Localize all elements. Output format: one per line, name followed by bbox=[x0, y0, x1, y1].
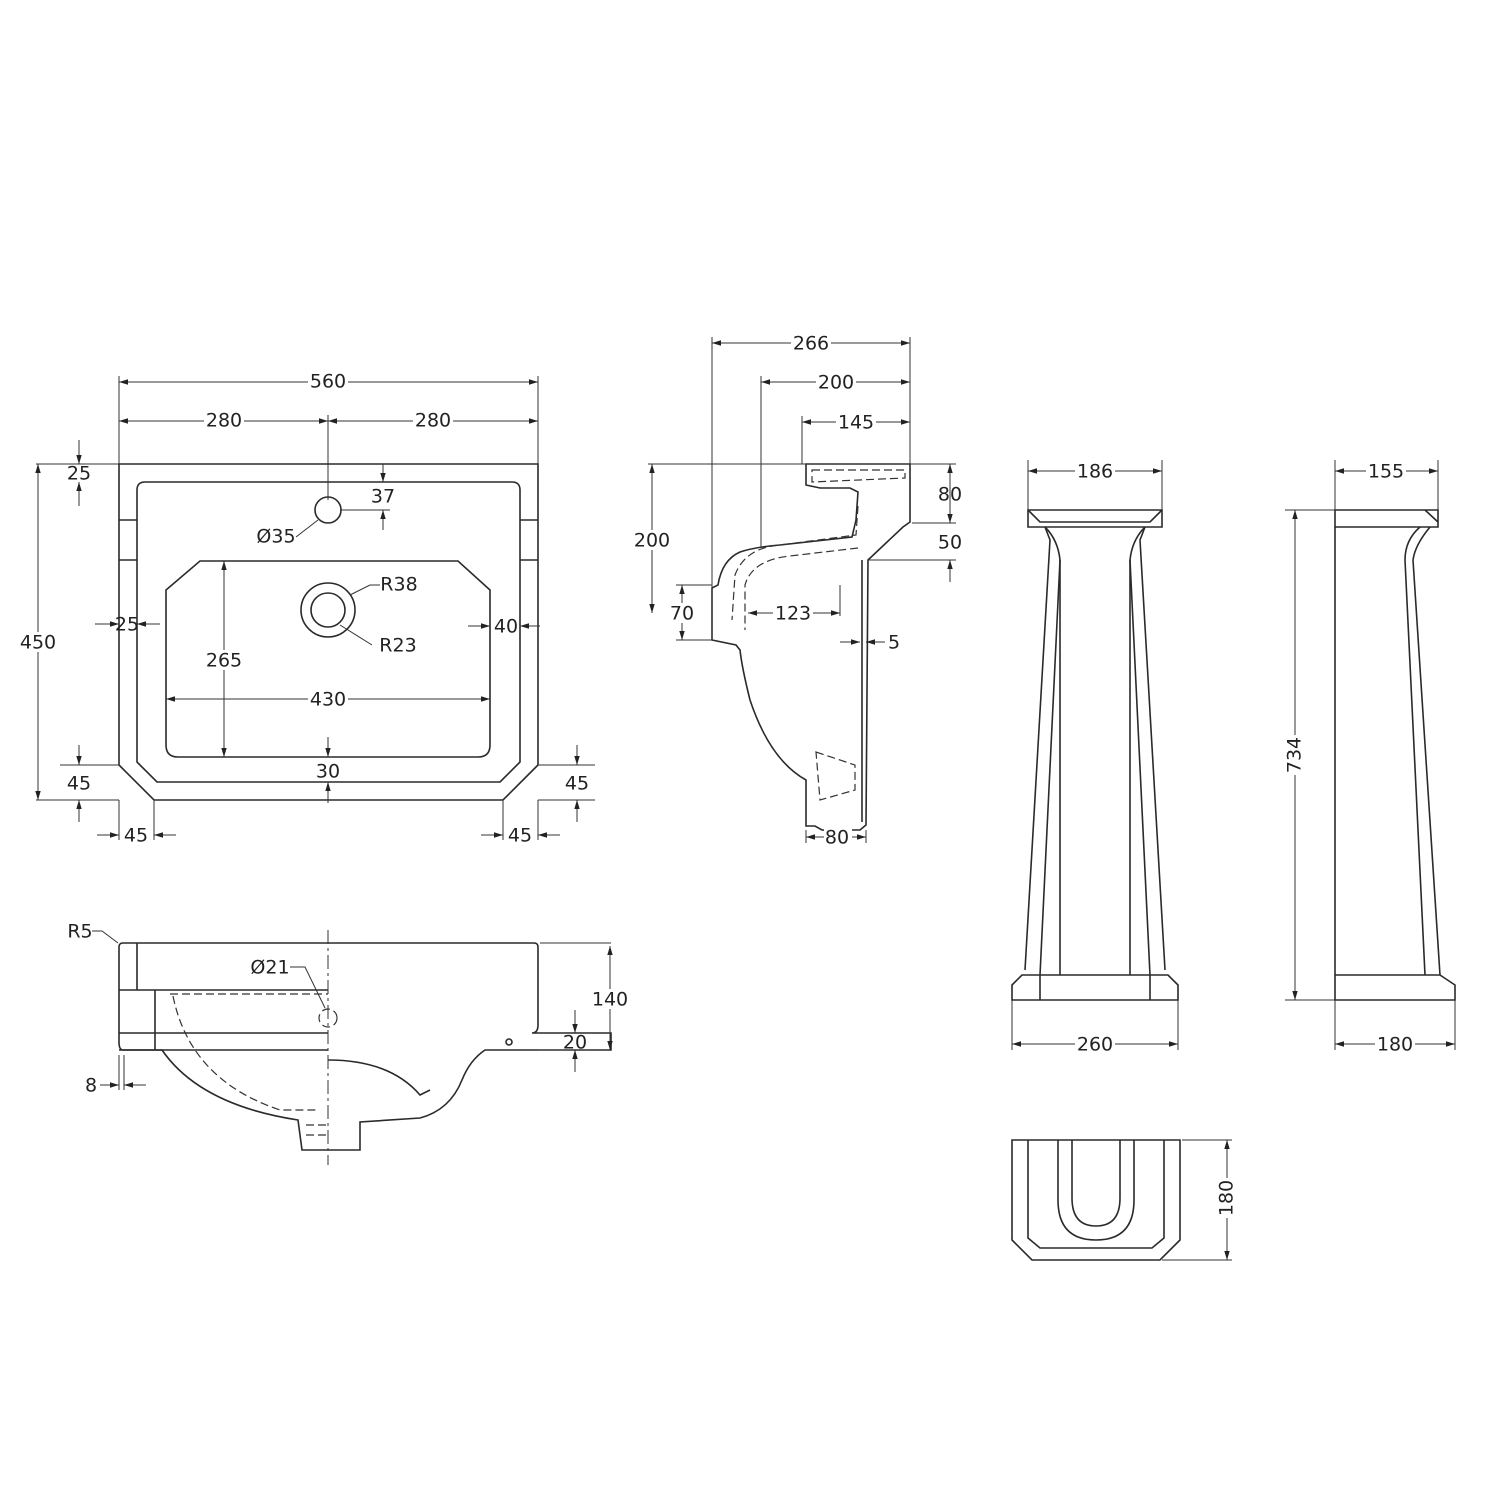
dim-label: 155 bbox=[1368, 461, 1404, 483]
dim-label: 180 bbox=[1216, 1180, 1238, 1216]
dim-label: 45 bbox=[565, 773, 589, 795]
pedestal-plan-view: 180 bbox=[1011, 1139, 1238, 1261]
dim-label: 430 bbox=[310, 689, 346, 711]
dim-label: 734 bbox=[1284, 737, 1306, 773]
dim-label: 280 bbox=[415, 410, 451, 432]
pedestal-front-view: 186 260 bbox=[1011, 460, 1179, 1056]
dim-label: 80 bbox=[825, 827, 849, 849]
dim-label: 200 bbox=[634, 530, 670, 552]
dim-label: 186 bbox=[1077, 461, 1113, 483]
dim-label: 37 bbox=[371, 486, 395, 508]
dim-label: 20 bbox=[563, 1032, 587, 1054]
dim-label: 200 bbox=[818, 372, 854, 394]
dim-label: Ø21 bbox=[250, 957, 289, 979]
dim-label: 45 bbox=[508, 825, 532, 847]
dim-label: 80 bbox=[938, 484, 962, 506]
dim-label: 280 bbox=[206, 410, 242, 432]
basin-plan-view: 560 280 280 25 37 Ø35 R38 R23 450 25 40 … bbox=[18, 371, 595, 847]
waste-inner bbox=[310, 592, 346, 628]
dim-label: 70 bbox=[670, 603, 694, 625]
dim-label: 123 bbox=[775, 603, 811, 625]
basin-side-section: 266 200 145 200 80 50 70 123 5 80 bbox=[632, 333, 962, 849]
pedestal-side-view: 155 180 734 bbox=[1284, 460, 1456, 1056]
dim-label: 25 bbox=[67, 463, 91, 485]
dim-label: R38 bbox=[380, 574, 417, 596]
dim-label: R23 bbox=[379, 635, 416, 657]
dim-label: 50 bbox=[938, 532, 962, 554]
dim-label: 25 bbox=[115, 614, 139, 636]
dim-label: 260 bbox=[1077, 1034, 1113, 1056]
dim-label: 450 bbox=[20, 632, 56, 654]
dim-label: 30 bbox=[316, 761, 340, 783]
dim-label: 140 bbox=[592, 989, 628, 1011]
dim-label: 45 bbox=[67, 773, 91, 795]
dim-label: 180 bbox=[1377, 1034, 1413, 1056]
dim-label: R5 bbox=[67, 921, 92, 943]
waste-outer bbox=[300, 582, 356, 638]
tap-hole bbox=[314, 496, 342, 524]
dim-label: 8 bbox=[85, 1075, 97, 1097]
dim-label: 40 bbox=[494, 616, 518, 638]
dim-label: 266 bbox=[793, 333, 829, 355]
dim-label: 5 bbox=[888, 632, 900, 654]
dim-label: Ø35 bbox=[256, 526, 295, 548]
dim-label: 45 bbox=[124, 825, 148, 847]
dim-label: 560 bbox=[310, 371, 346, 393]
dim-label: 145 bbox=[838, 412, 874, 434]
basin-front-view: R5 Ø21 140 20 8 bbox=[67, 921, 630, 1165]
dim-label: 265 bbox=[206, 650, 242, 672]
